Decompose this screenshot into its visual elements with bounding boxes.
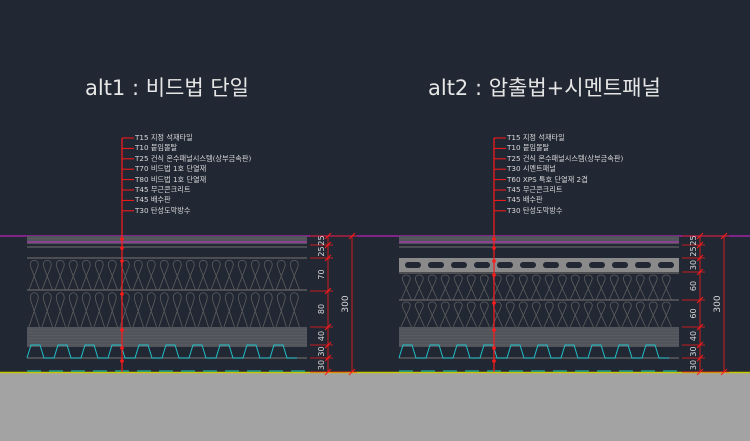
leader-dot: [492, 328, 496, 332]
section-title-alt2: alt2 : 압출법+시멘트패널: [428, 76, 661, 100]
dimension-tick: [348, 368, 356, 376]
insulation-layer: [400, 301, 672, 328]
insulation-layer: [28, 292, 300, 328]
cement-panel-hole: [566, 262, 582, 268]
dimension-tick: [324, 368, 332, 376]
section-title-alt1: alt1 : 비드법 단일: [85, 76, 249, 100]
dimension-tick: [696, 323, 704, 331]
layer-note: T45 배수판: [135, 195, 171, 205]
dimension-tick: [324, 254, 332, 262]
dimension-tick: [696, 268, 704, 276]
layer-note: T15 지정 석재타일: [135, 133, 193, 142]
leader-dot: [492, 246, 496, 250]
cement-panel-hole: [589, 262, 605, 268]
cement-panel-hole: [497, 262, 513, 268]
layer-note: T25 건식 온수패널시스템(상부금속판): [135, 153, 252, 163]
dimension-tick: [348, 232, 356, 240]
cement-panel-layer: [399, 258, 679, 272]
dimension-tick: [324, 354, 332, 362]
dimension-value: 30: [317, 346, 326, 356]
dimension-tick: [324, 323, 332, 331]
dimension-value: 80: [317, 304, 326, 314]
leader-dot: [492, 346, 496, 350]
layer-note: T45 무근콘크리트: [135, 185, 191, 194]
dimension-value: 60: [689, 281, 698, 291]
insulation-layer: [400, 274, 672, 301]
drain-board: [26, 344, 297, 359]
dimension-value: 60: [689, 308, 698, 318]
layer-note: T45 배수판: [507, 195, 543, 205]
dimension-tick: [696, 241, 704, 249]
dimension-value: 30: [689, 260, 698, 270]
leader-dot: [120, 292, 124, 296]
leader-dot: [120, 359, 124, 363]
ground: [0, 373, 750, 441]
layer-note: T70 비드법 1호 단열재: [135, 164, 207, 174]
leader-dot: [120, 259, 124, 263]
dimension-value: 30: [689, 346, 698, 356]
cement-panel-hole: [474, 262, 490, 268]
leader-dot: [492, 237, 496, 241]
dimension-tick: [696, 254, 704, 262]
dimension-value: 25: [689, 235, 698, 245]
dimension-value: 40: [317, 331, 326, 341]
layer-note: T10 붙임몰탈: [135, 143, 178, 153]
insulation-layer: [28, 260, 300, 291]
leader-dot: [120, 346, 124, 350]
layer-note: T10 붙임몰탈: [507, 143, 550, 153]
dimension-tick: [324, 232, 332, 240]
layer-note: T30 탄성도막방수: [135, 205, 191, 215]
cement-panel-hole: [428, 262, 444, 268]
leader-dot: [492, 259, 496, 263]
layer-note: T80 비드법 1호 단열재: [135, 174, 207, 184]
leader-dot: [492, 273, 496, 277]
dimension-tick: [324, 287, 332, 295]
dimension-tick: [696, 296, 704, 304]
cement-panel-hole: [612, 262, 628, 268]
layer-note: T45 무근콘크리트: [507, 185, 563, 194]
dimension-value: 30: [317, 360, 326, 370]
layer-note: T15 지정 석재타일: [507, 133, 565, 142]
leader-dot: [492, 301, 496, 305]
total-dimension-value: 300: [713, 295, 723, 312]
leader-dot: [120, 246, 124, 250]
dimension-tick: [324, 341, 332, 349]
cement-panel-hole: [405, 262, 421, 268]
cement-panel-hole: [658, 262, 674, 268]
leader-dot: [492, 359, 496, 363]
total-dimension-value: 300: [341, 295, 351, 312]
dimension-value: 30: [689, 360, 698, 370]
dimension-value: 70: [317, 269, 326, 279]
dimension-tick: [696, 368, 704, 376]
layer-note: T60 XPS 특호 단열재 2겹: [507, 174, 588, 184]
dimension-value: 25: [317, 235, 326, 245]
dimension-tick: [720, 232, 728, 240]
dimension-value: 25: [317, 246, 326, 256]
cement-panel-hole: [451, 262, 467, 268]
leader-dot: [120, 237, 124, 241]
layer-note: T30 시멘트패널: [507, 164, 556, 174]
cement-panel-hole: [520, 262, 536, 268]
layer-note: T30 탄성도막방수: [507, 205, 563, 215]
dimension-tick: [720, 368, 728, 376]
cement-panel-hole: [635, 262, 651, 268]
dimension-tick: [696, 341, 704, 349]
leader-dot: [120, 328, 124, 332]
layer-note: T25 건식 온수패널시스템(상부금속판): [507, 153, 624, 163]
dimension-tick: [696, 232, 704, 240]
drain-board: [398, 344, 669, 359]
dimension-value: 25: [689, 246, 698, 256]
dimension-tick: [696, 354, 704, 362]
dimension-tick: [324, 241, 332, 249]
dimension-value: 40: [689, 331, 698, 341]
cement-panel-hole: [543, 262, 559, 268]
